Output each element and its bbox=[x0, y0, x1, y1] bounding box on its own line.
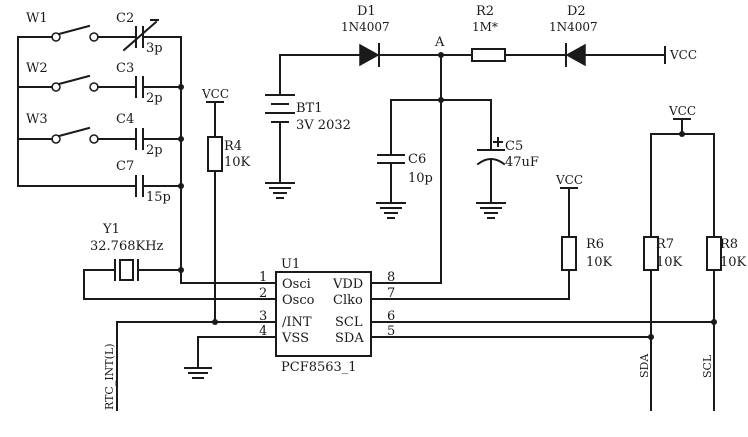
ic-pin5-num: 5 bbox=[387, 324, 395, 339]
switch-w2-ref: W2 bbox=[26, 61, 48, 76]
cap-c3-ref: C3 bbox=[116, 61, 134, 76]
vcc-d2-label: VCC bbox=[669, 48, 697, 62]
trimmer-labels: W1 W2 W3 C2 3p C3 2p C4 2p C7 15p bbox=[26, 11, 171, 205]
ic-pin3-num: 3 bbox=[259, 309, 267, 324]
cap-c2-ref: C2 bbox=[116, 11, 134, 26]
cap-c3-value: 2p bbox=[146, 91, 163, 106]
cap-c2-value: 3p bbox=[146, 41, 163, 56]
rtc-int-label: RTC_INT(L) bbox=[103, 343, 116, 410]
cap-c7-ref: C7 bbox=[116, 159, 134, 174]
resistor-r4-ref: R4 bbox=[224, 139, 242, 154]
ic-u1: U1 PCF8563_1 1 2 3 4 Osci Osco /INT VSS … bbox=[251, 257, 401, 375]
ic-pin1-name: Osci bbox=[282, 277, 311, 292]
ic-pin5-name: SDA bbox=[335, 331, 364, 346]
ic-pin3-name: /INT bbox=[282, 315, 312, 330]
switch-w1-ref: W1 bbox=[26, 11, 48, 26]
cap-c7-value: 15p bbox=[146, 190, 171, 205]
scl-net-label: SCL bbox=[701, 354, 714, 378]
ic-pin8-name: VDD bbox=[332, 277, 363, 292]
ic-pin2-name: Osco bbox=[282, 293, 315, 308]
battery-bt1: BT1 3V 2032 bbox=[265, 94, 351, 199]
ic-pin4-name: VSS bbox=[281, 331, 309, 346]
resistor-r7-value: 10K bbox=[656, 255, 683, 270]
resistor-r8-ref: R8 bbox=[720, 237, 738, 252]
trimmer-network bbox=[17, 19, 184, 273]
vcc-r4-label: VCC bbox=[201, 87, 229, 101]
crystal-y1: Y1 32.768KHz bbox=[83, 222, 182, 281]
cap-c4-ref: C4 bbox=[116, 112, 134, 127]
resistor-r7-ref: R7 bbox=[656, 237, 674, 252]
ic-pin2-num: 2 bbox=[259, 286, 267, 301]
i2c-pullups: VCC R7 10K R8 10K bbox=[643, 104, 747, 411]
ic-pin6-name: SCL bbox=[335, 315, 363, 330]
sda-net-label: SDA bbox=[638, 353, 651, 378]
resistor-r6-value: 10K bbox=[586, 255, 613, 270]
cap-c6-ref: C6 bbox=[408, 152, 426, 167]
resistor-r2-ref: R2 bbox=[476, 4, 494, 19]
vcc-pullup-label: VCC bbox=[668, 104, 696, 118]
battery-value: 3V 2032 bbox=[296, 118, 351, 133]
resistor-r6-ref: R6 bbox=[586, 237, 604, 252]
ic-pin7-num: 7 bbox=[387, 286, 395, 301]
power-path: VCC A D1 1N4007 R2 1M* D2 1N4007 bbox=[279, 4, 697, 284]
battery-ref: BT1 bbox=[296, 101, 323, 116]
switch-w3-ref: W3 bbox=[26, 112, 48, 127]
crystal-ref: Y1 bbox=[102, 222, 120, 237]
ic-part: PCF8563_1 bbox=[281, 360, 357, 375]
ic-pin1-num: 1 bbox=[259, 270, 267, 285]
diode-d2-part: 1N4007 bbox=[549, 20, 598, 34]
ic-ref: U1 bbox=[281, 257, 300, 272]
cap-c6-value: 10p bbox=[408, 171, 433, 186]
cap-c5-ref: C5 bbox=[505, 139, 523, 154]
diode-d1-part: 1N4007 bbox=[341, 20, 390, 34]
ic-pin6-num: 6 bbox=[387, 309, 395, 324]
node-a-label: A bbox=[434, 35, 445, 50]
crystal-value: 32.768KHz bbox=[90, 239, 164, 254]
diode-d2-ref: D2 bbox=[567, 4, 586, 19]
ic-pin7-name: Clko bbox=[333, 293, 363, 308]
ic-pin8-num: 8 bbox=[387, 270, 395, 285]
resistor-r4-value: 10K bbox=[224, 155, 251, 170]
resistor-r4: VCC R4 10K bbox=[201, 87, 251, 325]
cap-c5-value: 47uF bbox=[505, 155, 539, 170]
resistor-r6: VCC R6 10K bbox=[399, 173, 613, 300]
decoupling-caps: C6 10p C5 47uF bbox=[376, 99, 539, 219]
cap-c4-value: 2p bbox=[146, 143, 163, 158]
resistor-r2-value: 1M* bbox=[472, 20, 498, 34]
resistor-r8-value: 10K bbox=[720, 255, 747, 270]
vcc-r6-label: VCC bbox=[555, 173, 583, 187]
ic-pin4-num: 4 bbox=[259, 324, 267, 339]
diode-d1-ref: D1 bbox=[357, 4, 376, 19]
